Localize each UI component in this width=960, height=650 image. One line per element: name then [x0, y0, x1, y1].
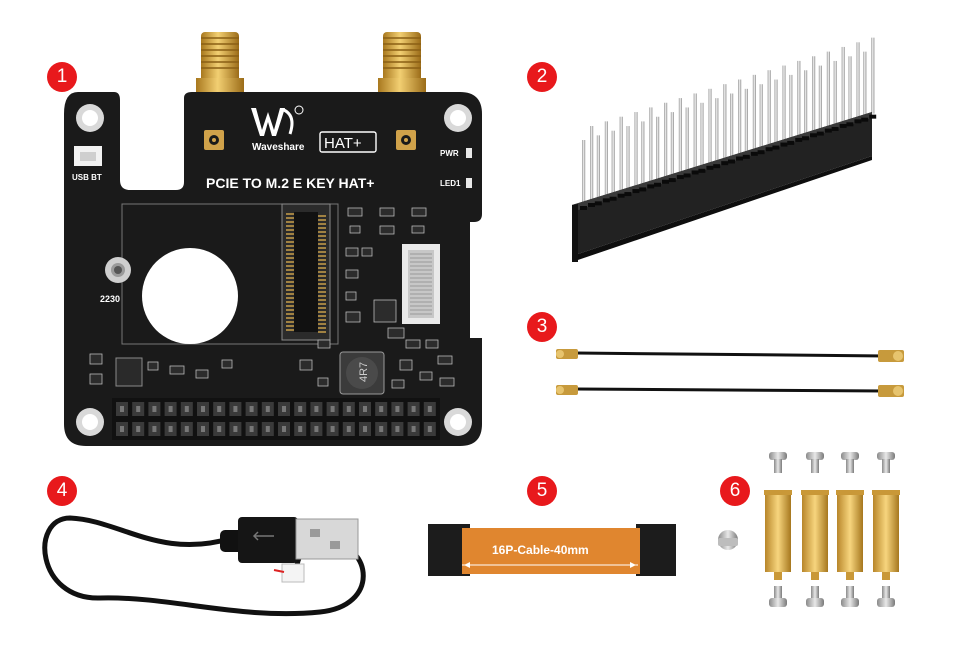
- ribbon-label: 16P-Cable-40mm: [492, 543, 589, 557]
- fpc-connector: [402, 244, 440, 324]
- item-number-badge: 2: [527, 62, 557, 92]
- smd-components: [89, 207, 455, 389]
- item-number-badge: 4: [47, 476, 77, 506]
- hat-label: HAT+: [324, 135, 362, 152]
- usb-cable: [42, 515, 366, 617]
- mounting-hole: [444, 104, 472, 132]
- ufl-pad: [396, 130, 416, 150]
- ufl-pad: [204, 130, 224, 150]
- board-title: PCIE TO M.2 E KEY HAT+: [206, 175, 374, 191]
- hat-board: Waveshare HAT+ PCIE TO M.2 E KEY HAT+ US…: [64, 32, 482, 446]
- usb-bt-connector: [74, 146, 102, 166]
- usb-bt-label: USB BT: [72, 173, 102, 182]
- item-number-badge: 3: [527, 312, 557, 342]
- ic-chip: [115, 357, 143, 387]
- m2-standoff: [105, 257, 131, 283]
- gpio-header: [112, 398, 440, 440]
- led1-led: [466, 178, 472, 188]
- size-label: 2230: [100, 294, 120, 304]
- inductor-label: 4R7: [358, 362, 370, 382]
- pwr-label: PWR: [440, 149, 459, 158]
- m2-slot: [281, 203, 331, 341]
- item-number-badge: 5: [527, 476, 557, 506]
- screw-standoff-kit: [718, 452, 900, 607]
- ribbon-cable: 16P-Cable-40mm: [428, 524, 676, 576]
- pin-header: [572, 37, 877, 262]
- mounting-hole: [444, 408, 472, 436]
- board-cutout: [142, 248, 238, 344]
- mounting-hole: [76, 104, 104, 132]
- inductor: 4R7: [339, 351, 385, 395]
- item-number-badge: 1: [47, 62, 77, 92]
- led1-label: LED1: [440, 179, 461, 188]
- waveshare-logo-mark: [251, 105, 304, 136]
- pwr-led: [466, 148, 472, 158]
- ufl-cable: [556, 349, 904, 362]
- item-number-badge: 6: [720, 476, 750, 506]
- ufl-cable: [556, 385, 904, 397]
- mounting-hole: [76, 408, 104, 436]
- logo-text: Waveshare: [252, 142, 305, 153]
